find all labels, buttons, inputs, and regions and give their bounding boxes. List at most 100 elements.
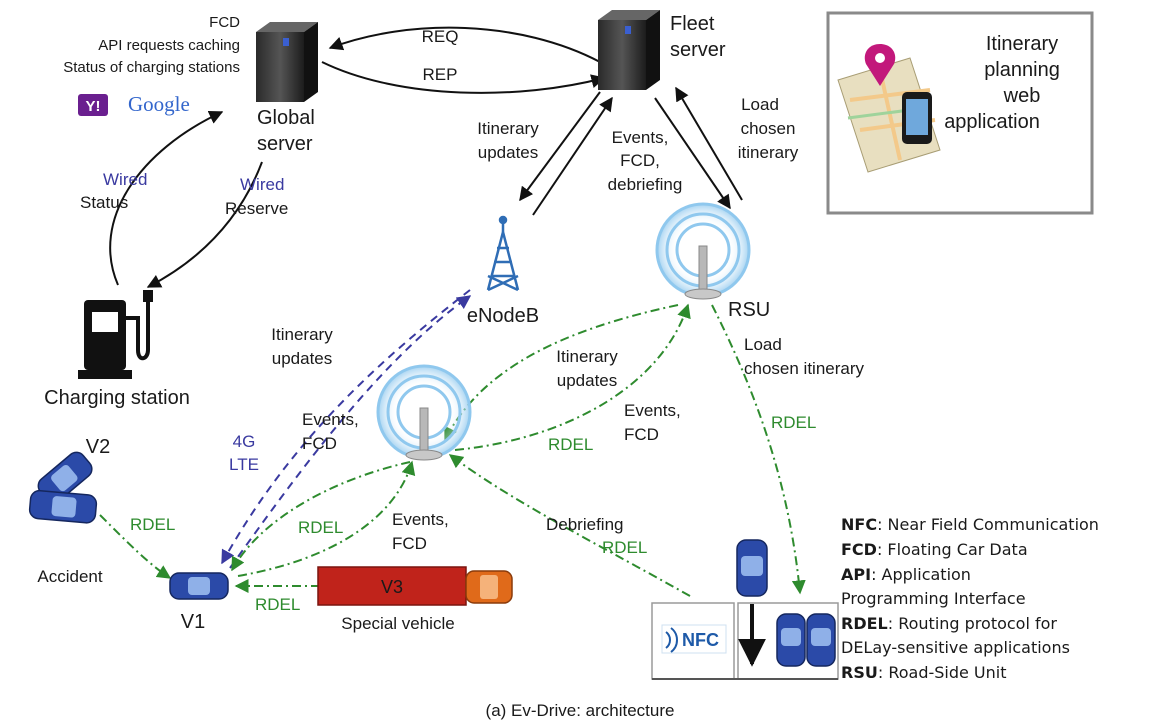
rdel-rsu-nfc-label: RDEL — [771, 413, 816, 432]
rdel-v1-ap-label: RDEL — [298, 518, 343, 537]
ap-to-rsu-arrow — [454, 303, 691, 451]
v1-label: V1 — [181, 611, 205, 633]
enb-events-2: FCD — [302, 434, 337, 453]
rsu-antenna-icon — [655, 202, 751, 300]
enb-itinerary-updates-1: Itinerary — [271, 325, 333, 344]
figure-caption: (a) Ev-Drive: architecture — [486, 701, 675, 720]
charging-station-icon — [78, 290, 153, 379]
roadside-antenna-icon — [376, 364, 472, 461]
rsu-load-1: Load — [744, 335, 782, 354]
legend-row-2: FCD: Floating Car Data — [841, 540, 1028, 559]
rsu-events-2: FCD — [624, 425, 659, 444]
wired-status-label: Status — [80, 193, 128, 212]
global-note-2: API requests caching — [98, 37, 240, 54]
fleet-events-3: debriefing — [608, 175, 683, 194]
v2-crashed-cars-icon — [28, 451, 98, 524]
fleet-load-3: itinerary — [738, 143, 799, 162]
rdel-v3-v1-label: RDEL — [255, 595, 300, 614]
wired-reserve-label: Reserve — [225, 199, 288, 218]
legend-row-3: API: Application — [841, 565, 971, 584]
legend-row-4: Programming Interface — [841, 589, 1026, 608]
rsu-itinerary-updates-1: Itinerary — [556, 347, 618, 366]
rsu-to-fleet-arrow — [675, 86, 743, 201]
rdel-v2-v1-label: RDEL — [130, 515, 175, 534]
fleet-load-2: chosen — [741, 119, 796, 138]
legend-row-7: RSU: Road-Side Unit — [841, 663, 1007, 682]
rsu-itinerary-updates-2: updates — [557, 371, 618, 390]
v3-special-vehicle-icon — [317, 566, 513, 606]
google-logo: Google — [128, 92, 190, 116]
fleet-server-label-2: server — [670, 39, 726, 61]
web-app-line-1: Itinerary — [986, 33, 1058, 55]
lte-down-arrow — [221, 289, 471, 565]
legend-row-5: RDEL: Routing protocol for — [841, 614, 1057, 633]
rsu-events-1: Events, — [624, 401, 681, 420]
parked-cars-icon — [776, 613, 836, 667]
global-server-icon — [256, 22, 318, 102]
yahoo-logo-text: Y! — [86, 98, 101, 115]
special-vehicle-label: Special vehicle — [341, 614, 454, 633]
v1-to-ap-arrow — [237, 460, 416, 577]
legend: NFC: Near Field Communication FCD: Float… — [841, 515, 1099, 682]
fleet-server-icon — [598, 10, 660, 90]
legend-row-6: DELay-sensitive applications — [841, 638, 1070, 657]
v2-label: V2 — [86, 436, 110, 458]
fleet-to-rsu-arrow — [654, 97, 731, 210]
req-arrow — [328, 26, 601, 63]
accident-label: Accident — [37, 567, 102, 586]
enb-events-1: Events, — [302, 410, 359, 429]
nfc-waves-icon — [665, 627, 678, 653]
enodeb-label: eNodeB — [467, 305, 539, 327]
fleet-events-2: FCD, — [620, 151, 660, 170]
rdel-nfc-ap-label: RDEL — [602, 538, 647, 557]
legend-abbr-3: API — [841, 565, 871, 584]
lte-label-2: LTE — [229, 455, 259, 474]
v1-car-icon — [169, 572, 229, 600]
fleet-events-1: Events, — [612, 128, 669, 147]
charging-station-label: Charging station — [44, 387, 190, 409]
req-label: REQ — [422, 27, 459, 46]
lte-label-1: 4G — [233, 432, 256, 451]
global-server-label-1: Global — [257, 107, 315, 129]
legend-text-6: DELay-sensitive applications — [841, 638, 1070, 657]
legend-text-1: : Near Field Communication — [877, 515, 1099, 534]
fleet-itinerary-updates-2: updates — [478, 143, 539, 162]
web-app-line-3: web — [1003, 85, 1041, 107]
fleet-to-enb-arrow — [519, 91, 601, 202]
v3-label: V3 — [381, 577, 403, 597]
debriefing-label: Debriefing — [546, 515, 624, 534]
legend-abbr-2: FCD — [841, 540, 877, 559]
parked-car-top-icon — [736, 539, 768, 597]
web-app-line-2: planning — [984, 59, 1060, 81]
wired-status-medium: Wired — [103, 170, 147, 189]
legend-row-1: NFC: Near Field Communication — [841, 515, 1099, 534]
global-note-3: Status of charging stations — [63, 59, 240, 76]
global-server-label-2: server — [257, 133, 313, 155]
fleet-server-label-1: Fleet — [670, 13, 715, 35]
v1-events-2: FCD — [392, 534, 427, 553]
lte-up-arrow — [229, 295, 472, 569]
map-phone-icon — [837, 44, 941, 173]
rep-label: REP — [423, 65, 458, 84]
wired-reserve-medium: Wired — [240, 175, 284, 194]
web-app-line-4: application — [944, 111, 1040, 133]
fleet-load-1: Load — [741, 95, 779, 114]
enb-itinerary-updates-2: updates — [272, 349, 333, 368]
rsu-load-2: chosen itinerary — [744, 359, 865, 378]
rep-arrow — [321, 61, 606, 94]
rsu-to-nfc-arrow — [711, 304, 806, 595]
nfc-to-ap-arrow — [448, 454, 691, 597]
enodeb-tower-icon — [486, 215, 520, 292]
legend-text-3: : Application — [871, 565, 971, 584]
legend-abbr-5: RDEL — [841, 614, 888, 633]
reserve-arrow — [146, 161, 263, 288]
rdel-rsu-ap-label: RDEL — [548, 435, 593, 454]
status-arrow — [109, 110, 224, 286]
rsu-label: RSU — [728, 299, 770, 321]
yahoo-logo-icon: Y! — [78, 94, 108, 116]
legend-text-2: : Floating Car Data — [877, 540, 1028, 559]
ap-to-v1-arrow — [231, 461, 411, 572]
global-note-1: FCD — [209, 14, 240, 31]
legend-abbr-1: NFC — [841, 515, 877, 534]
